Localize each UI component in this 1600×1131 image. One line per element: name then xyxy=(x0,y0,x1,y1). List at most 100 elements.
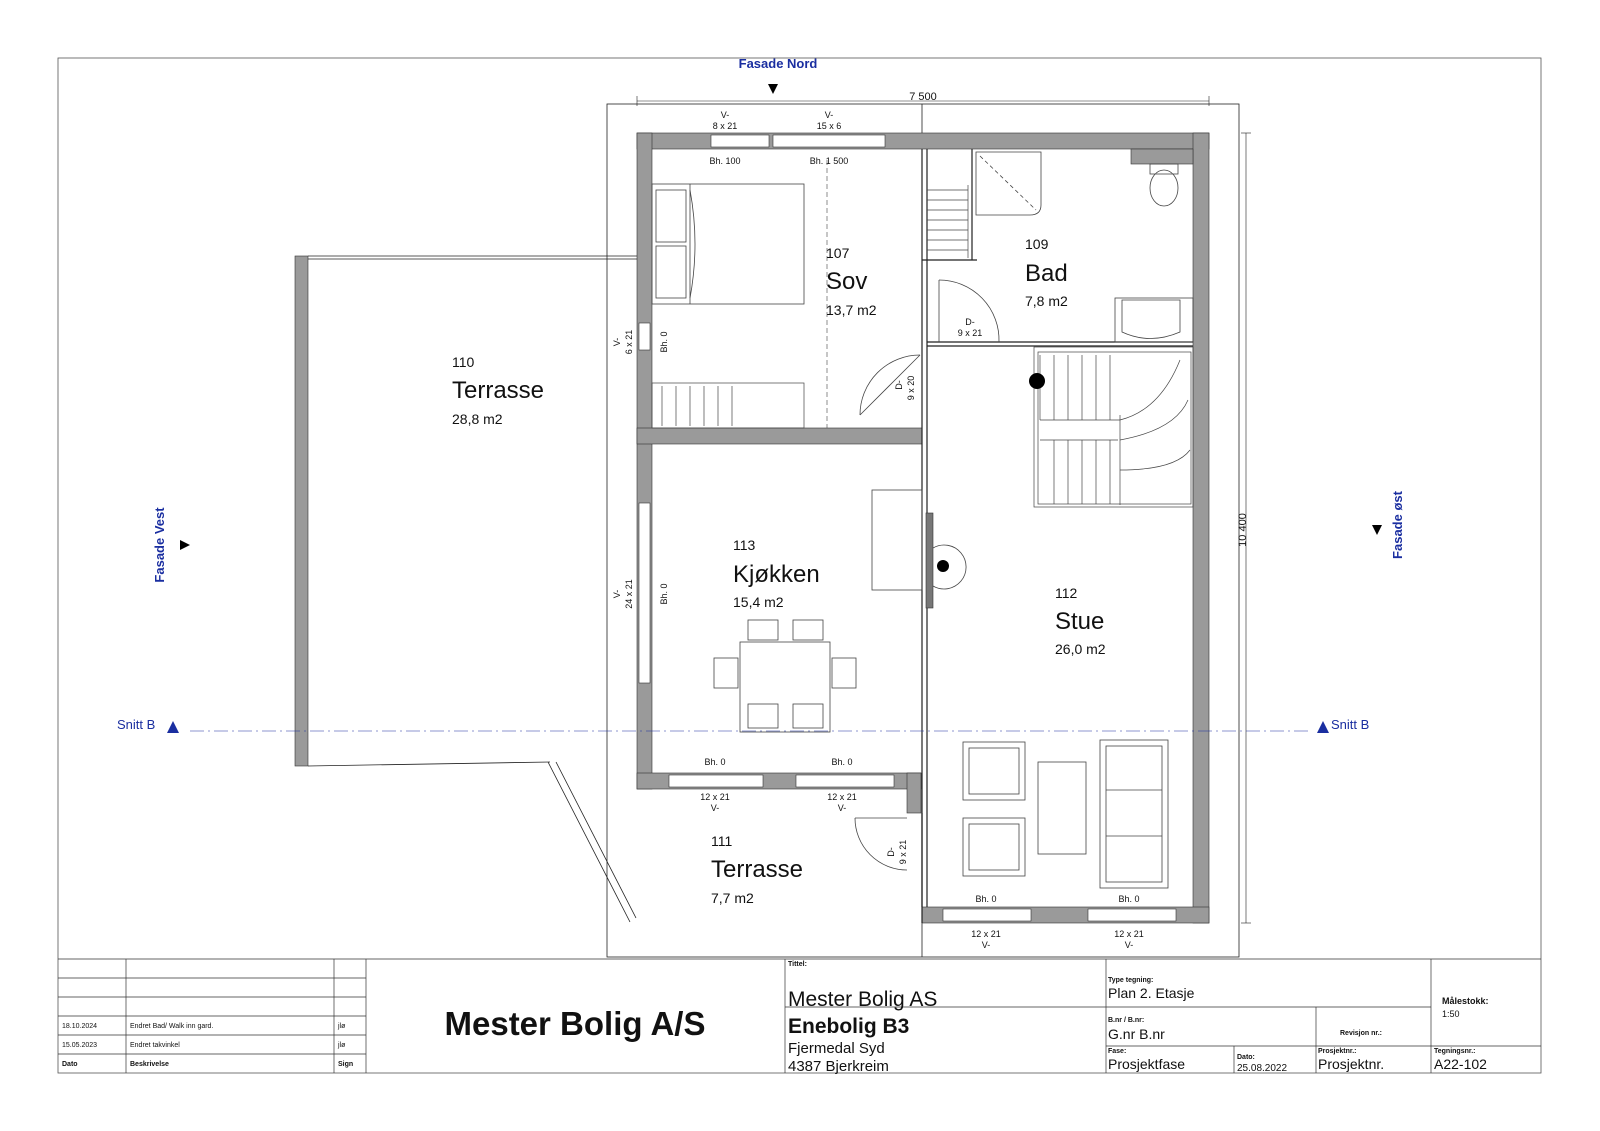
door-terrasse-label: D- 9 x 21 xyxy=(886,840,908,865)
svg-text:jlø: jlø xyxy=(337,1023,346,1030)
dato-value: 25.08.2022 xyxy=(1237,1063,1287,1074)
wardrobe-sov xyxy=(651,382,805,429)
svg-text:Beskrivelse: Beskrivelse xyxy=(130,1061,169,1068)
prosjektnr-value: Prosjektnr. xyxy=(1318,1056,1384,1072)
svg-text:D-: D- xyxy=(965,317,975,327)
svg-text:Fasade Nord: Fasade Nord xyxy=(739,56,818,71)
dimension-height-label: 10 400 xyxy=(1237,513,1249,547)
coffee-table xyxy=(1037,761,1087,855)
svg-text:Endret takvinkel: Endret takvinkel xyxy=(130,1042,180,1049)
malestokk-label: Målestokk: xyxy=(1442,996,1489,1006)
sofa xyxy=(1099,739,1169,889)
svg-text:26,0 m2: 26,0 m2 xyxy=(1055,641,1106,657)
prosjektnr-label: Prosjektnr.: xyxy=(1318,1048,1357,1055)
washbasin xyxy=(1114,297,1194,343)
svg-text:Sov: Sov xyxy=(826,268,867,295)
door-sov xyxy=(859,354,921,416)
svg-text:Bh. 1 500: Bh. 1 500 xyxy=(810,156,849,166)
revisjon-label: Revisjon nr.: xyxy=(1340,1030,1382,1037)
svg-text:9 x 21: 9 x 21 xyxy=(898,840,908,865)
svg-text:112: 112 xyxy=(1055,585,1078,601)
title-block xyxy=(58,958,1541,1073)
section-label-left: Snitt B xyxy=(117,717,179,733)
window-openings xyxy=(638,134,1177,922)
svg-text:Stue: Stue xyxy=(1055,608,1104,635)
fase-value: Prosjektfase xyxy=(1108,1056,1185,1072)
address-line-2: 4387 Bjerkreim xyxy=(788,1058,889,1075)
svg-text:Sign: Sign xyxy=(338,1061,353,1068)
bnr-label: B.nr / B.nr: xyxy=(1108,1017,1144,1024)
svg-text:9 x 21: 9 x 21 xyxy=(958,328,983,338)
svg-text:V-: V- xyxy=(721,110,730,120)
svg-text:Bh. 0: Bh. 0 xyxy=(1118,894,1139,904)
svg-text:107: 107 xyxy=(826,245,850,261)
svg-text:7,7 m2: 7,7 m2 xyxy=(711,890,754,906)
svg-text:D-: D- xyxy=(894,380,904,390)
shower xyxy=(975,151,1042,216)
svg-text:Snitt B: Snitt B xyxy=(117,717,155,732)
window-mid-2-label: Bh. 0 12 x 21 V- xyxy=(827,757,857,813)
door-terrasse xyxy=(854,817,908,871)
svg-text:8 x 21: 8 x 21 xyxy=(713,121,738,131)
building-outline xyxy=(606,103,1240,958)
tittel-label: Tittel: xyxy=(788,961,807,968)
drawing-frame xyxy=(57,57,1542,1074)
room-112: 112 Stue 26,0 m2 xyxy=(1055,585,1106,657)
svg-text:12 x 21: 12 x 21 xyxy=(827,792,857,802)
svg-text:15.05.2023: 15.05.2023 xyxy=(62,1042,97,1049)
door-sov-label: D- 9 x 20 xyxy=(894,376,916,401)
column-dot xyxy=(1029,373,1045,389)
stove-wall xyxy=(925,512,934,609)
dimension-width-label: 7 500 xyxy=(909,91,937,103)
type-label: Type tegning: xyxy=(1108,977,1153,984)
svg-text:Terrasse: Terrasse xyxy=(711,856,803,883)
svg-text:24 x 21: 24 x 21 xyxy=(624,579,634,609)
svg-text:V-: V- xyxy=(1125,940,1134,950)
svg-text:V-: V- xyxy=(838,803,847,813)
room-113: 113 Kjøkken 15,4 m2 xyxy=(733,537,820,610)
svg-text:12 x 21: 12 x 21 xyxy=(700,792,730,802)
svg-text:109: 109 xyxy=(1025,236,1049,252)
dining-table xyxy=(713,619,857,733)
terrace-110-structure xyxy=(294,255,637,923)
svg-text:D-: D- xyxy=(886,847,896,857)
svg-text:15 x 6: 15 x 6 xyxy=(817,121,842,131)
fireplace xyxy=(932,544,967,590)
tegningsnr-value: A22-102 xyxy=(1434,1056,1487,1072)
walk-in-shelves xyxy=(927,185,969,258)
project-name: Enebolig B3 xyxy=(788,1015,909,1038)
svg-text:Bad: Bad xyxy=(1025,260,1068,287)
svg-text:Fasade Vest: Fasade Vest xyxy=(152,507,167,583)
svg-text:Endret Bad/ Walk inn gard.: Endret Bad/ Walk inn gard. xyxy=(130,1023,213,1030)
svg-text:Bh. 100: Bh. 100 xyxy=(709,156,740,166)
svg-text:V-: V- xyxy=(982,940,991,950)
facade-west-marker: Fasade Vest xyxy=(152,507,190,583)
svg-text:Snitt B: Snitt B xyxy=(1331,717,1369,732)
tegningsnr-label: Tegningsnr.: xyxy=(1434,1048,1475,1055)
door-bad xyxy=(938,279,1000,343)
bed xyxy=(651,183,805,305)
svg-text:Terrasse: Terrasse xyxy=(452,377,544,404)
facade-east-marker: Fasade øst xyxy=(1372,490,1405,559)
svg-text:Fasade øst: Fasade øst xyxy=(1390,490,1405,559)
svg-text:Bh. 0: Bh. 0 xyxy=(659,583,669,604)
armchairs xyxy=(962,741,1026,877)
svg-text:9 x 20: 9 x 20 xyxy=(906,376,916,401)
svg-text:Dato: Dato xyxy=(62,1061,78,1068)
svg-text:jlø: jlø xyxy=(337,1042,346,1049)
svg-text:6 x 21: 6 x 21 xyxy=(624,330,634,355)
svg-text:12 x 21: 12 x 21 xyxy=(971,929,1001,939)
exterior-walls xyxy=(636,132,1210,924)
door-bad-label: D- 9 x 21 xyxy=(958,317,983,338)
svg-text:18.10.2024: 18.10.2024 xyxy=(62,1023,97,1030)
room-110: 110 Terrasse 28,8 m2 xyxy=(452,354,544,427)
window-top-1-label: V- 8 x 21 Bh. 100 xyxy=(709,110,740,166)
svg-text:V-: V- xyxy=(612,590,622,599)
room-109: 109 Bad 7,8 m2 xyxy=(1025,236,1068,309)
window-top-2-label: V- 15 x 6 Bh. 1 500 xyxy=(810,110,849,166)
company-name: Mester Bolig A/S xyxy=(445,1005,706,1042)
room-111: 111 Terrasse 7,7 m2 xyxy=(711,833,803,906)
fase-label: Fase: xyxy=(1108,1048,1126,1055)
svg-text:V-: V- xyxy=(612,338,622,347)
svg-text:28,8 m2: 28,8 m2 xyxy=(452,411,503,427)
